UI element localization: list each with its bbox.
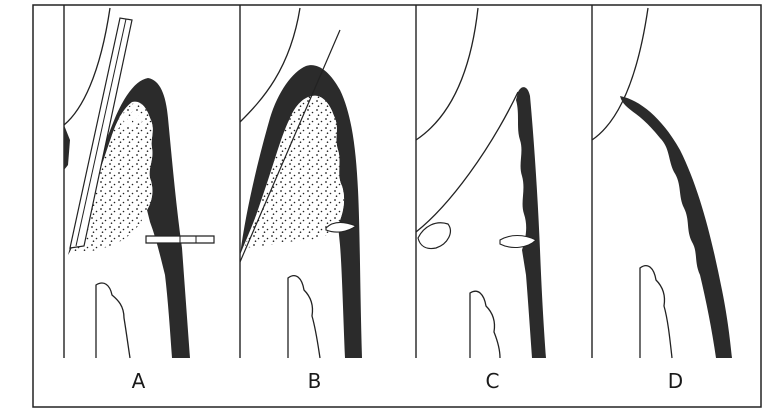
panel-label-c: C [486, 369, 501, 393]
panel-label-a: A [132, 369, 147, 393]
panel-label-b: B [308, 369, 323, 393]
panel-label-d: D [668, 369, 684, 393]
